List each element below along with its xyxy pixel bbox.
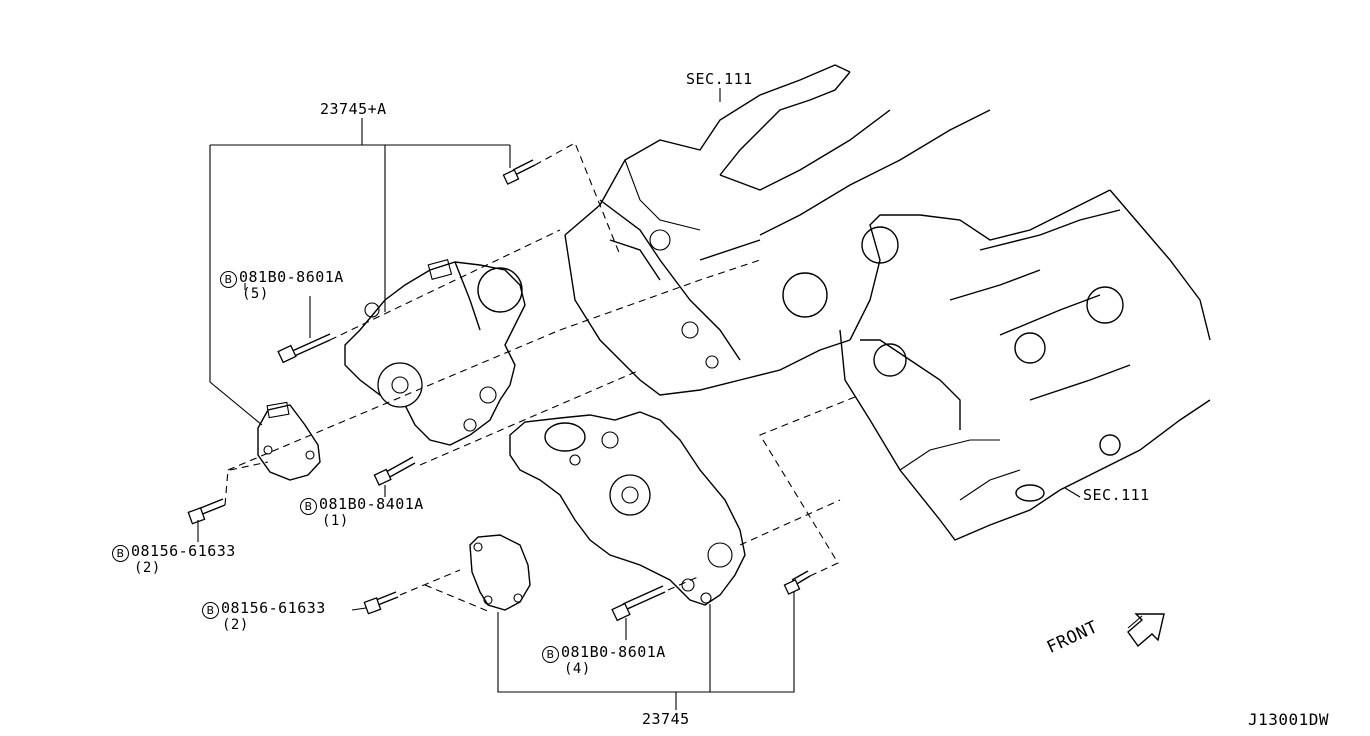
- lower-valve-timing-cover-drawing: [509, 411, 746, 606]
- bolt-marker-icon: B: [542, 646, 559, 663]
- engine-cylinder-head-drawing: [564, 64, 1211, 541]
- bolt-quantity-left: (2): [134, 560, 161, 576]
- bolt-quantity-top: (5): [242, 286, 269, 302]
- upper-valve-timing-cover-drawing: [344, 259, 526, 446]
- bolt-part-number: 08156-61633: [131, 542, 236, 560]
- bolt-marker-icon: B: [112, 545, 129, 562]
- bolt-marker-icon: B: [202, 602, 219, 619]
- bolt-marker-icon: B: [220, 271, 237, 288]
- section-reference-right: SEC.111: [1083, 486, 1150, 504]
- leader-lines: [197, 88, 1081, 710]
- section-reference-top: SEC.111: [686, 70, 753, 88]
- alignment-dashed-lines: [224, 142, 861, 613]
- part-number-23745: 23745: [642, 710, 690, 728]
- bolt-quantity-lower-left: (2): [222, 617, 249, 633]
- lower-gasket-drawing: [469, 534, 531, 611]
- diagram-code: J13001DW: [1248, 710, 1330, 729]
- front-direction-arrow: [1127, 613, 1165, 648]
- bolt-part-number: 081B0-8601A: [561, 643, 666, 661]
- bolt-quantity-middle: (1): [322, 513, 349, 529]
- bolt-part-number: 081B0-8601A: [239, 268, 344, 286]
- bolt-part-number: 081B0-8401A: [319, 495, 424, 513]
- bolt-quantity-bottom: (4): [564, 661, 591, 677]
- part-number-23745-a: 23745+A: [320, 100, 387, 118]
- bolt-drawings: [187, 159, 811, 622]
- bolt-part-number: 08156-61633: [221, 599, 326, 617]
- bolt-marker-icon: B: [300, 498, 317, 515]
- upper-gasket-drawing: [257, 401, 321, 481]
